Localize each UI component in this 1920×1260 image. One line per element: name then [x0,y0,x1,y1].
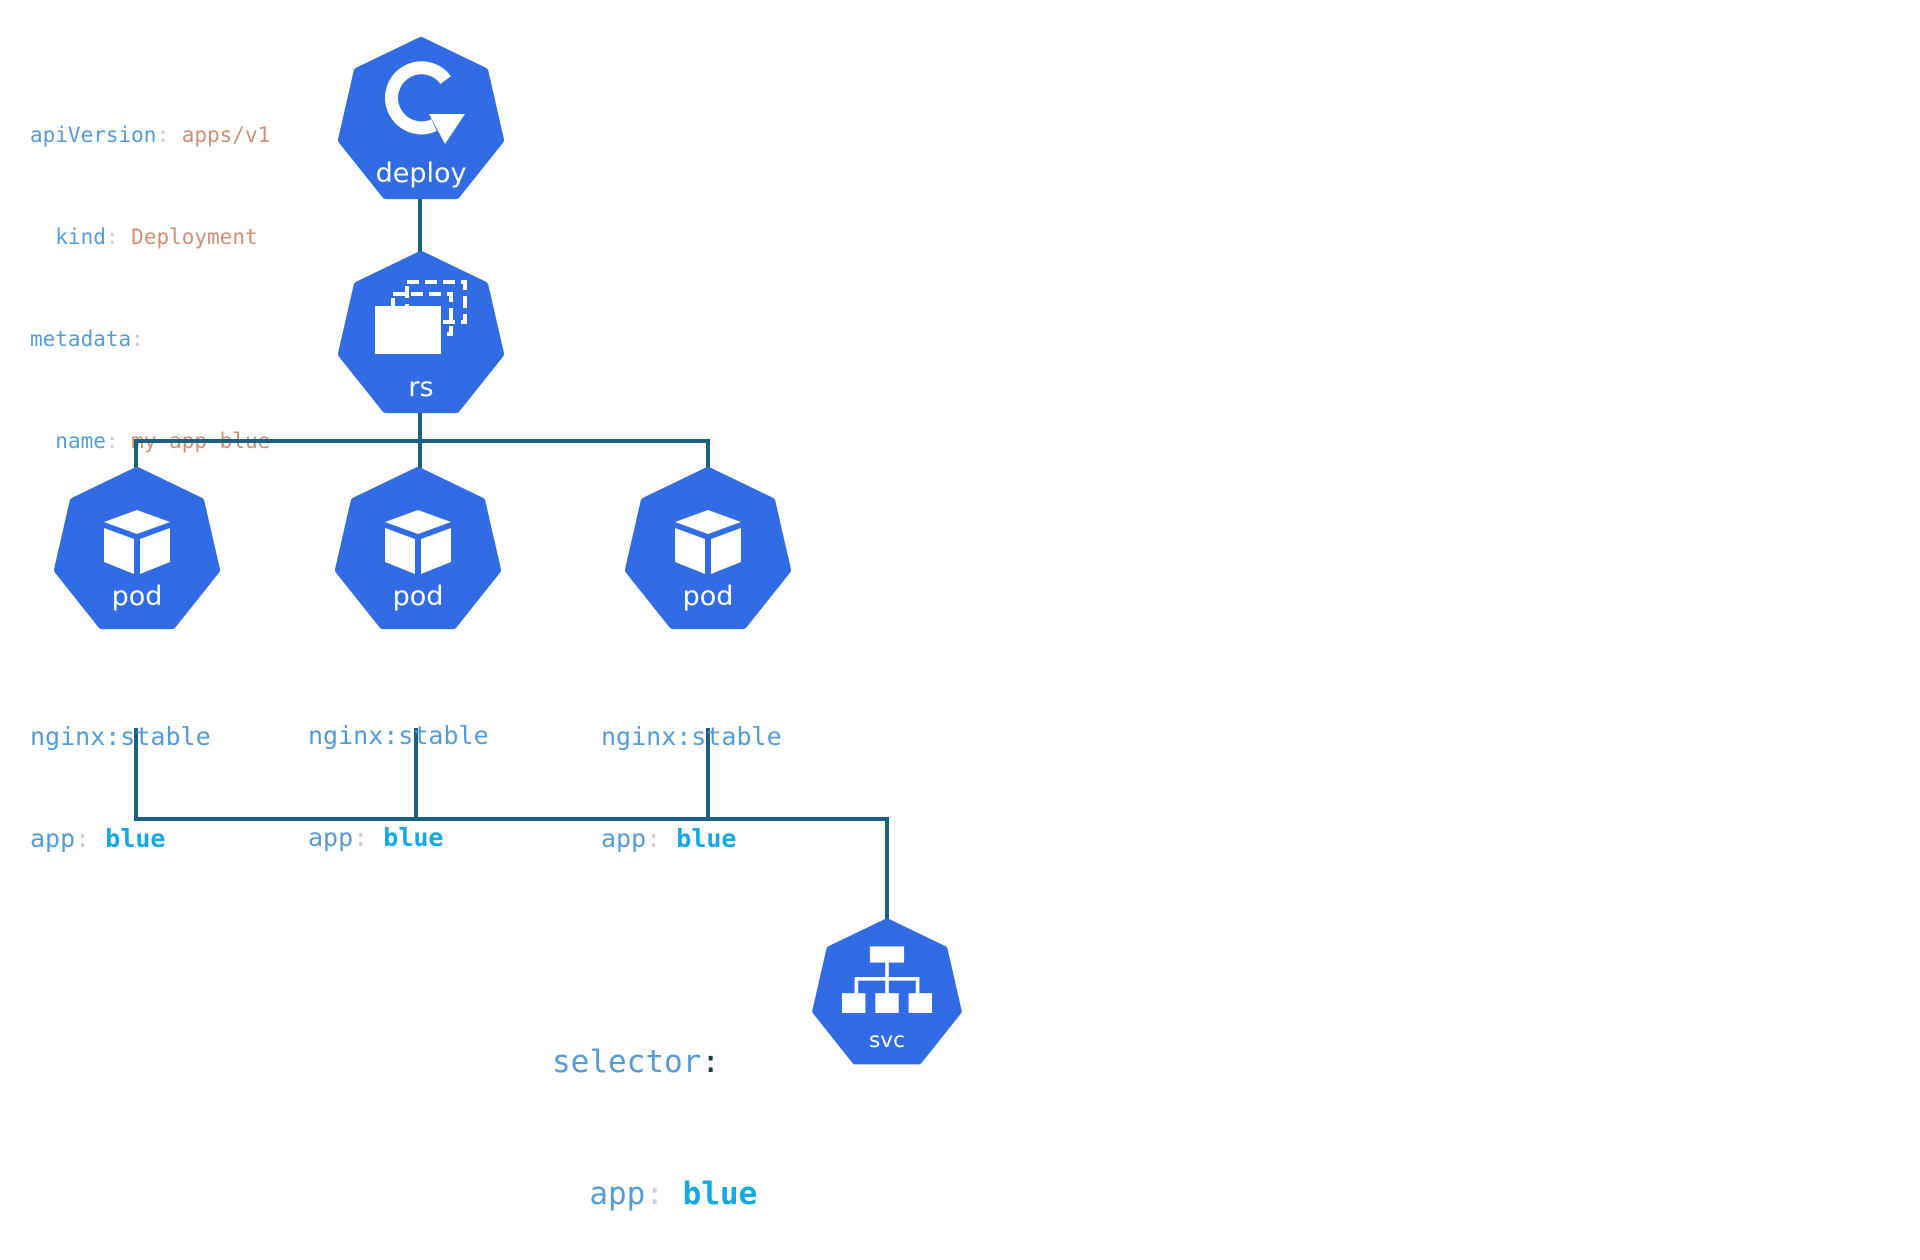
pod-image: nginx:stable [601,722,782,751]
pod-app-label: app: blue [601,822,782,856]
pod-node-1[interactable]: pod [59,472,215,624]
selector-line: selector: [552,1040,757,1084]
colon: : [156,123,182,147]
deploy-label: deploy [376,158,467,189]
selector-app-line: app: blue [552,1172,757,1216]
app-value: blue [383,823,444,852]
colon: : [353,823,384,852]
deploy-node[interactable]: deploy [343,42,499,194]
rs-label: rs [408,372,433,403]
service-selector: selector: app: blue [552,952,757,1260]
app-key: app [30,824,76,853]
connector-rs-pods [134,439,710,470]
pod-label: pod [112,581,163,612]
manifest-value: Deployment [131,225,258,249]
colon: : [75,824,106,853]
service-tree-icon [842,946,932,1013]
app-key: app [308,823,354,852]
pod-app-label: app: blue [308,821,489,855]
app-value: blue [105,824,166,853]
pod-label: pod [393,581,444,612]
connector-pods-svc [134,728,889,928]
colon: : [105,225,132,249]
app-key: app [601,824,647,853]
app-value: blue [676,824,737,853]
service-node[interactable]: svc [817,923,957,1060]
k8s-diagram: deploy rs pod pod [0,0,1920,1080]
connectors [134,198,889,928]
colon: : [701,1044,720,1080]
pod-3-info: nginx:stable app: blue [601,652,782,890]
pod-1-info: nginx:stable app: blue [30,652,211,890]
pod-cube-icon [385,510,451,574]
pod-label: pod [683,581,734,612]
colon: : [105,429,132,453]
colon: : [646,824,677,853]
svc-label: svc [869,1028,905,1053]
pod-2-info: nginx:stable app: blue [308,651,489,889]
pod-app-label: app: blue [30,822,211,856]
manifest-key: name [55,429,106,453]
replicaset-node[interactable]: rs [343,256,499,408]
pod-node-3[interactable]: pod [630,472,786,624]
colon: : [645,1176,683,1212]
manifest-value: apps/v1 [181,123,271,147]
pod-image: nginx:stable [308,721,489,750]
colon: : [131,327,144,351]
manifest-line-kind: kind: Deployment [30,220,270,254]
deploy-rotate-icon [385,61,465,144]
pod-cube-icon [104,510,170,574]
replicaset-icon [375,280,467,354]
pod-image: nginx:stable [30,722,211,751]
manifest-line-metadata: metadata: [30,322,270,356]
manifest-key: kind [55,225,106,249]
app-key: app [589,1176,646,1212]
manifest-key: metadata [30,327,132,351]
app-value: blue [682,1176,758,1212]
manifest-line-apiversion: apiVersion: apps/v1 [30,123,271,147]
selector-key: selector [552,1044,702,1080]
pod-cube-icon [675,510,741,574]
pod-node-2[interactable]: pod [340,472,496,624]
